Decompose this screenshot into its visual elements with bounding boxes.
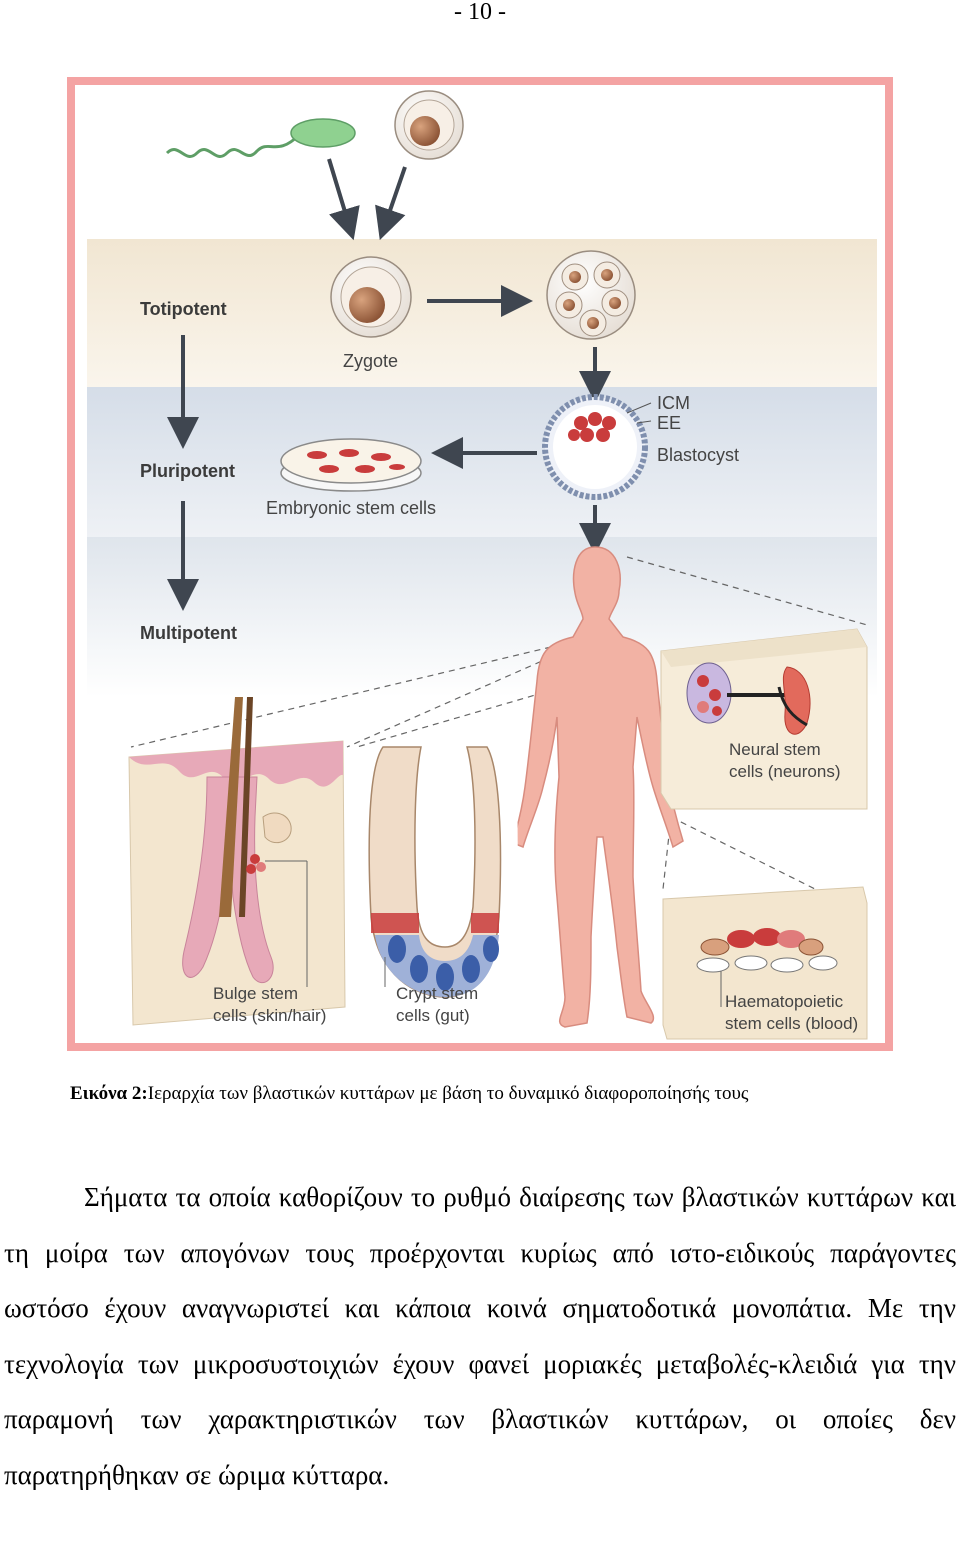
- pluripotent-band: [87, 387, 877, 537]
- page-number: - 10 -: [454, 0, 506, 25]
- pluripotent-label: Pluripotent: [140, 461, 235, 481]
- caption-text: Ιεραρχία των βλαστικών κυττάρων με βάση …: [147, 1083, 749, 1104]
- zygote-cell: [330, 256, 412, 338]
- caption-label: Εικόνα 2:: [70, 1083, 148, 1104]
- figure-caption: Εικόνα 2:Ιεραρχία των βλαστικών κυττάρων…: [70, 1081, 930, 1107]
- body-paragraph-text: Σήματα τα οποία καθορίζουν το ρυθμό διαί…: [4, 1182, 956, 1490]
- blastocyst-cell: [542, 394, 648, 500]
- neural-label-line1: Neural stem: [729, 740, 821, 759]
- morula-cell: [546, 250, 636, 340]
- icm-label: ICM: [657, 393, 690, 413]
- bulge-label-line2: cells (skin/hair): [213, 1006, 326, 1025]
- hair-follicle-panel: [128, 697, 346, 1026]
- bulge-label-line1: Bulge stem: [213, 984, 298, 1003]
- totipotent-band: [87, 239, 877, 387]
- stem-cell-hierarchy-figure: Totipotent Pluripotent Multipotent Zygot…: [67, 77, 893, 1051]
- neural-label-line2: cells (neurons): [729, 762, 841, 781]
- crypt-label-line2: cells (gut): [396, 1006, 470, 1025]
- intestinal-crypt-panel: [355, 746, 519, 1027]
- blastocyst-label: Blastocyst: [657, 445, 739, 465]
- zygote-label: Zygote: [343, 351, 398, 371]
- neural-stem-cells-panel: [660, 628, 868, 810]
- haem-label-line2: stem cells (blood): [725, 1014, 858, 1033]
- sperm-cell: [165, 118, 356, 158]
- crypt-label-line1: Crypt stem: [396, 984, 478, 1003]
- multipotent-label: Multipotent: [140, 623, 237, 643]
- embryonic-stem-cells-label: Embryonic stem cells: [266, 498, 436, 518]
- egg-cell: [394, 90, 464, 160]
- body-paragraph: Σήματα τα οποία καθορίζουν το ρυθμό διαί…: [4, 1170, 956, 1503]
- petri-dish: [280, 438, 422, 492]
- ee-label: EE: [657, 413, 681, 433]
- blood-stem-cells-panel: [662, 886, 868, 1040]
- haem-label-line1: Haematopoietic: [725, 992, 844, 1011]
- totipotent-label: Totipotent: [140, 299, 227, 319]
